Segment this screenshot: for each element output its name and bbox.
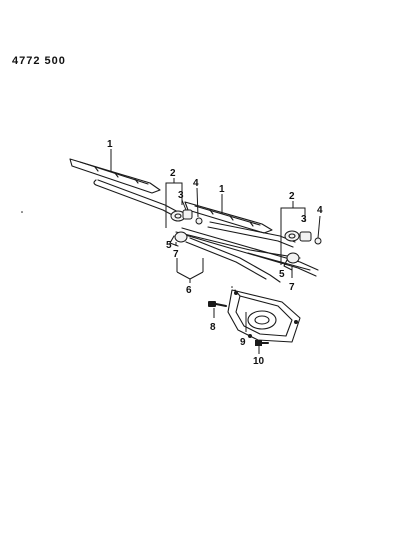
right-wiper-blade [184, 201, 273, 234]
bolt-8 [208, 301, 227, 307]
callout-1-left: 1 [107, 139, 113, 150]
callout-4-right: 4 [317, 205, 323, 216]
callout-1-right: 1 [219, 184, 225, 195]
speck [21, 211, 23, 213]
wiper-motor [227, 289, 301, 343]
callout-2-left: 2 [170, 168, 176, 179]
diagram-code: 4772 500 [12, 55, 66, 67]
callout-9: 9 [240, 337, 246, 348]
callout-3-left: 3 [178, 190, 184, 201]
callout-6: 6 [186, 285, 192, 296]
nut-10 [255, 340, 269, 346]
callout-5-right: 5 [279, 269, 285, 280]
left-wiper-arm [93, 179, 181, 219]
speck [231, 286, 233, 288]
callout-7-left: 7 [173, 249, 179, 260]
left-pivot [169, 209, 203, 247]
callout-8: 8 [210, 322, 216, 333]
right-pivot [283, 230, 322, 271]
callout-7-right: 7 [289, 282, 295, 293]
left-wiper-blade [69, 158, 161, 194]
callout-10: 10 [253, 356, 265, 367]
callout-5-left: 5 [166, 240, 172, 251]
callout-4-left: 4 [193, 178, 199, 189]
leader-lines [110, 149, 321, 354]
wiper-linkage [175, 227, 319, 283]
callout-3-right: 3 [301, 214, 307, 225]
callouts: 1 1 2 2 3 3 4 4 5 5 7 7 6 8 9 10 [107, 139, 323, 367]
callout-2-right: 2 [289, 191, 295, 202]
